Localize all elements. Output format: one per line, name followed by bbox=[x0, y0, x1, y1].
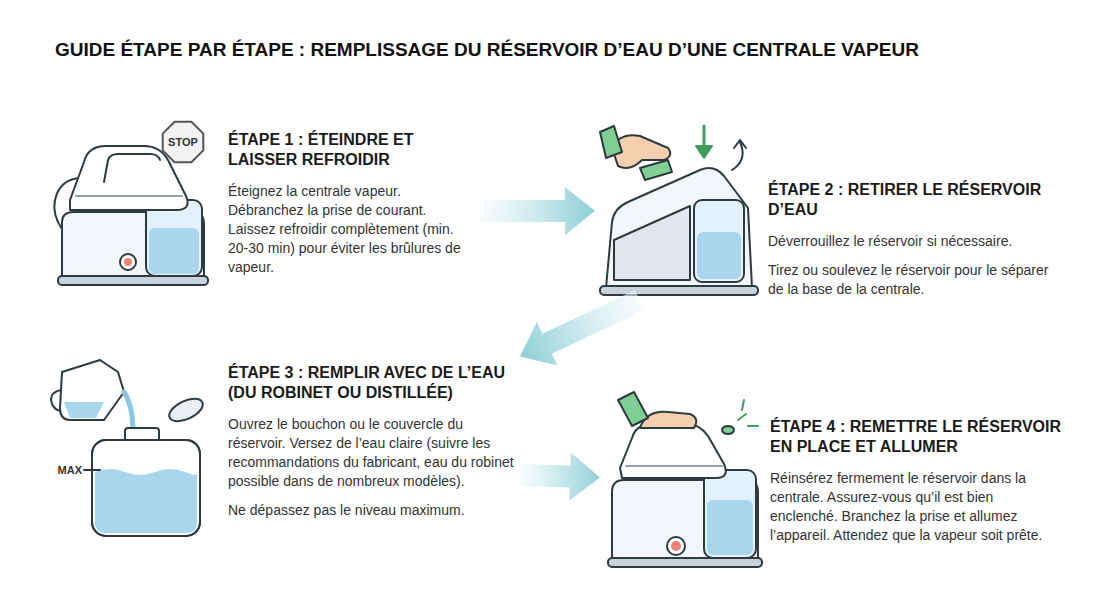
flow-arrow bbox=[520, 453, 600, 501]
water-tank bbox=[146, 200, 202, 276]
step4-illustration bbox=[608, 392, 762, 567]
power-dial bbox=[667, 537, 685, 555]
step-box: ÉTAPE 2 : RETIRER LE RÉSERVOIR D’EAU Déve… bbox=[595, 118, 1070, 300]
down-arrow-head bbox=[696, 146, 712, 158]
step1-illustration bbox=[54, 122, 208, 285]
iron-handle bbox=[104, 154, 160, 182]
jug-water bbox=[64, 402, 104, 418]
lift-arrow bbox=[732, 142, 743, 170]
sleeve bbox=[618, 392, 648, 426]
tank-water bbox=[149, 228, 199, 274]
water-tank bbox=[92, 440, 200, 536]
diagram-title: GUIDE ÉTAPE PAR ÉTAPE : REMPLISSAGE DU R… bbox=[55, 38, 919, 62]
step-heading: ÉTAPE 2 : RETIRER LE RÉSERVOIR D’EAU bbox=[768, 180, 1064, 220]
sleeve bbox=[600, 126, 622, 158]
base-plate bbox=[608, 558, 762, 567]
base-plate bbox=[58, 276, 208, 285]
step-box: ÉTAPE 1 : ÉTEINDRE ET LAISSER REFROIDIR É… bbox=[50, 118, 480, 308]
tank-outline bbox=[92, 440, 200, 536]
step-text: Déverrouillez le réservoir si nécessaire… bbox=[768, 232, 1064, 251]
flow-arrow bbox=[520, 290, 644, 365]
power-dial bbox=[120, 254, 136, 270]
base-panel bbox=[614, 206, 690, 280]
power-light bbox=[671, 541, 681, 551]
stop-sign-label: STOP bbox=[161, 135, 205, 149]
step-heading: ÉTAPE 3 : REMPLIR AVEC DE L’EAU (DU ROBI… bbox=[228, 363, 514, 403]
power-light bbox=[124, 258, 132, 266]
step-text: Ouvrez le bouchon ou le couvercle du rés… bbox=[228, 415, 514, 491]
max-level-label: MAX bbox=[46, 463, 82, 477]
step-text: Ne dépassez pas le niveau maximum. bbox=[228, 501, 514, 520]
tank-cap bbox=[166, 394, 206, 426]
iron-band bbox=[76, 195, 182, 197]
click-mark bbox=[722, 426, 734, 434]
steam-base bbox=[606, 168, 752, 288]
step-box: ÉTAPE 4 : REMETTRE LE RÉSERVOIR EN PLACE… bbox=[600, 385, 1070, 585]
release-tab bbox=[640, 160, 672, 180]
step-text: Éteignez la centrale vapeur. Débranchez … bbox=[228, 182, 474, 277]
lift-arrow-head bbox=[734, 140, 746, 148]
step-text: Réinsérez fermement le réservoir dans la… bbox=[770, 469, 1064, 545]
step2-illustration bbox=[600, 126, 758, 295]
water-tank bbox=[704, 470, 756, 558]
water-jug bbox=[60, 360, 124, 420]
iron-band bbox=[626, 465, 722, 467]
step-heading: ÉTAPE 4 : REMETTRE LE RÉSERVOIR EN PLACE… bbox=[770, 417, 1064, 457]
step-box: ÉTAPE 3 : REMPLIR AVEC DE L’EAU (DU ROBI… bbox=[50, 345, 520, 590]
base-plate bbox=[600, 286, 758, 295]
hand bbox=[640, 412, 696, 428]
click-sparkle bbox=[738, 400, 758, 426]
flow-arrow bbox=[480, 187, 595, 235]
max-tick bbox=[84, 469, 100, 471]
tank-water bbox=[697, 232, 741, 279]
step3-illustration bbox=[51, 360, 206, 536]
tank-water bbox=[95, 469, 198, 533]
step-text: Tirez ou soulevez le réservoir pour le s… bbox=[768, 261, 1064, 299]
water-tank bbox=[694, 200, 744, 282]
tank-water bbox=[707, 500, 753, 555]
step-heading: ÉTAPE 1 : ÉTEINDRE ET LAISSER REFROIDIR bbox=[228, 130, 474, 170]
iron bbox=[620, 424, 726, 478]
